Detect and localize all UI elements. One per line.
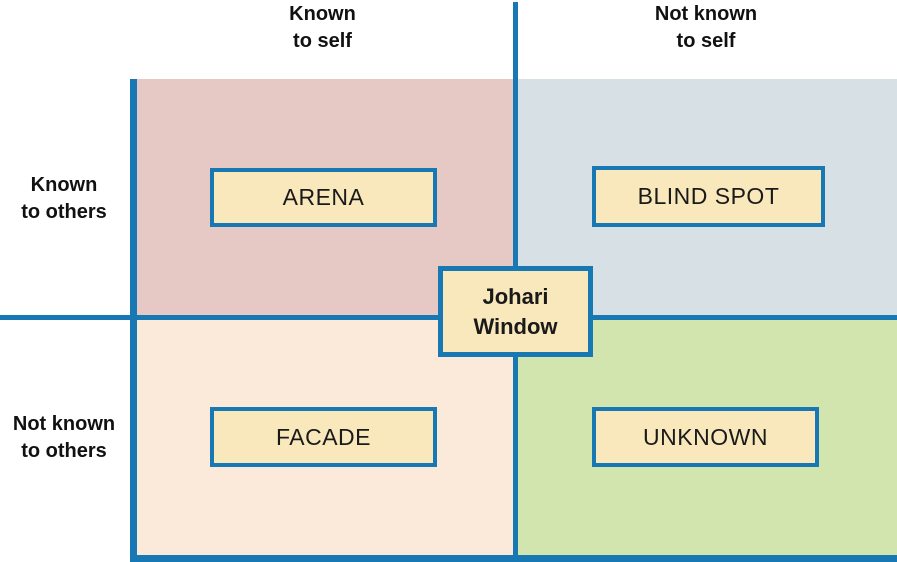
bottom-border-line xyxy=(130,555,897,562)
label-box-arena: ARENA xyxy=(210,168,437,227)
axis-label-known-to-self: Known to self xyxy=(289,3,356,52)
axis-label-not-known-to-others: Not known to others xyxy=(12,412,116,462)
left-border-line xyxy=(130,79,137,562)
label-box-unknown: UNKNOWN xyxy=(592,407,819,467)
label-box-blind-spot: BLIND SPOT xyxy=(592,166,825,227)
axis-label-known-to-others: Known to others xyxy=(21,173,107,223)
center-title-box: Johari Window xyxy=(438,266,593,357)
axis-label-not-known-to-self: Not known to self xyxy=(654,3,758,52)
label-box-facade: FACADE xyxy=(210,407,437,467)
